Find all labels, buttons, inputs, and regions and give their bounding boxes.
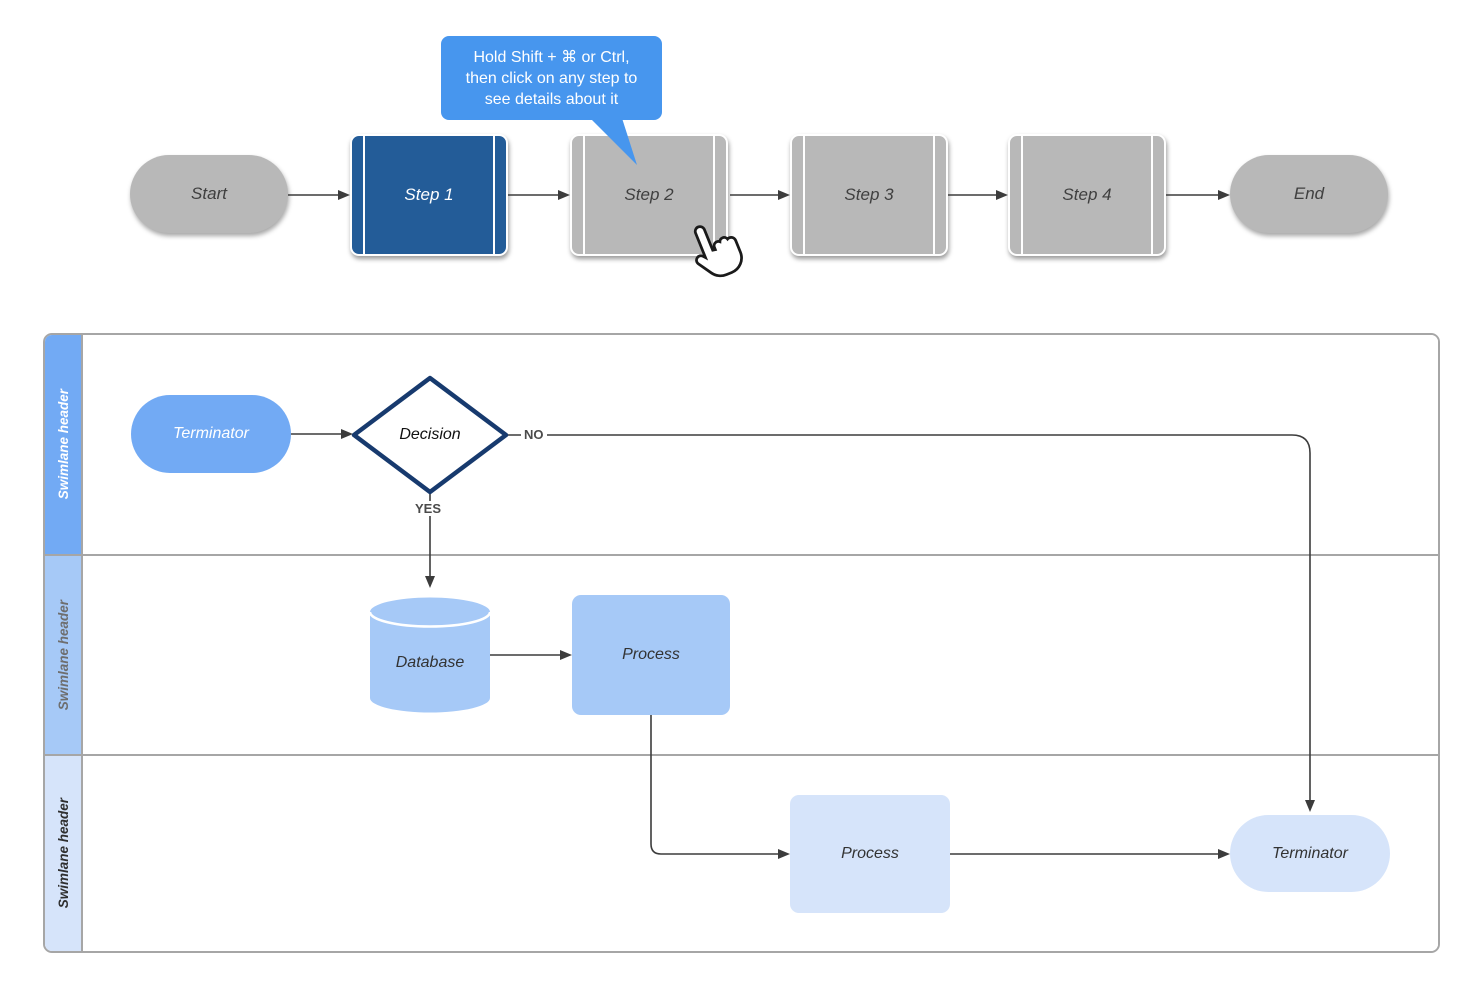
step-seam-line <box>713 136 715 254</box>
swimlane-header-1-label: Swimlane header <box>55 389 71 500</box>
flow-node-step-4-label: Step 4 <box>1062 185 1112 204</box>
flow-node-step-2-label: Step 2 <box>624 185 674 204</box>
swimlane-header-3[interactable]: Swimlane header <box>45 756 83 951</box>
help-tooltip: Hold Shift + ⌘ or Ctrl, then click on an… <box>441 36 662 120</box>
lane3-process-shape[interactable]: Process <box>790 795 950 913</box>
swimlane-header-3-label: Swimlane header <box>55 798 71 909</box>
lane3-process-label: Process <box>841 845 899 862</box>
lane2-database-shape[interactable]: Database <box>370 605 490 721</box>
lane2-database-label: Database <box>395 654 465 671</box>
step-seam-line <box>493 136 495 254</box>
lane1-decision-shape[interactable]: Decision <box>353 377 507 493</box>
lane2-process-shape[interactable]: Process <box>572 595 730 715</box>
hand-cursor-icon <box>693 225 743 278</box>
step-seam-line <box>583 136 585 254</box>
lane1-terminator-label: Terminator <box>173 425 249 442</box>
flow-node-step-4[interactable]: Step 4 <box>1008 134 1166 256</box>
lane1-decision-label: Decision <box>399 426 461 443</box>
step-seam-line <box>1151 136 1153 254</box>
lane2-process-label: Process <box>622 646 680 663</box>
flow-node-step-1[interactable]: Step 1 <box>350 134 508 256</box>
step-seam-line <box>803 136 805 254</box>
flow-node-end-label: End <box>1293 184 1325 203</box>
lane1-terminator-shape[interactable]: Terminator <box>131 395 291 473</box>
flow-node-step-3-label: Step 3 <box>844 185 894 204</box>
step-seam-line <box>933 136 935 254</box>
swimlane-header-2-label: Swimlane header <box>55 599 71 711</box>
flow-node-step-3[interactable]: Step 3 <box>790 134 948 256</box>
edge-label-yes: YES <box>412 501 445 516</box>
step-seam-line <box>363 136 365 254</box>
flow-node-start[interactable]: Start <box>130 155 288 233</box>
lane3-terminator-shape[interactable]: Terminator <box>1230 815 1390 892</box>
lane3-terminator-label: Terminator <box>1272 844 1348 862</box>
help-tooltip-text: Hold Shift + ⌘ or Ctrl, then click on an… <box>465 48 638 108</box>
flow-node-step-1-label: Step 1 <box>404 185 454 204</box>
step-seam-line <box>1021 136 1023 254</box>
swimlane-row-2: Swimlane header <box>45 554 1438 754</box>
flow-node-end[interactable]: End <box>1230 155 1388 233</box>
edge-label-no: NO <box>521 427 547 442</box>
swimlane-body-2 <box>83 556 1438 754</box>
swimlane-header-2[interactable]: Swimlane header <box>45 556 83 754</box>
swimlane-header-1[interactable]: Swimlane header <box>45 335 83 554</box>
flow-node-start-label: Start <box>191 184 227 203</box>
